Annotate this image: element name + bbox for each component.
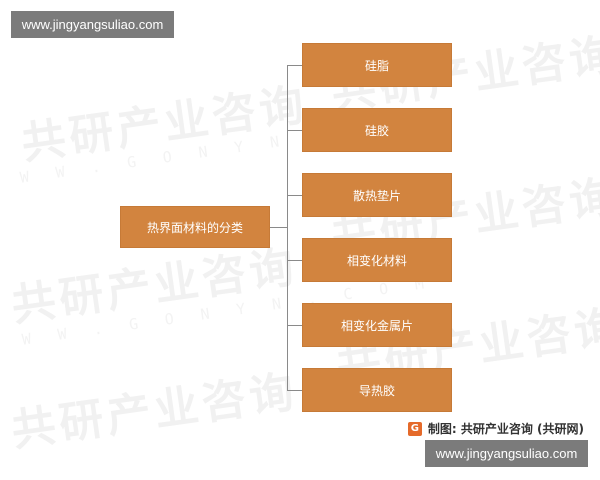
child-node-6: 导热胶 [302, 368, 452, 412]
connector-trunk [287, 65, 288, 390]
child-node-1: 硅脂 [302, 43, 452, 87]
root-node-label: 热界面材料的分类 [146, 220, 243, 235]
child-node-3: 散热垫片 [302, 173, 452, 217]
source-caption-text: 制图: 共研产业咨询 (共研网) [427, 422, 584, 436]
child-node-label: 导热胶 [358, 383, 395, 398]
connector-branch-5 [287, 325, 302, 326]
child-node-label: 相变化材料 [346, 253, 407, 268]
child-node-label: 硅胶 [364, 123, 389, 138]
brand-logo-icon: G [407, 421, 422, 436]
connector-branch-2 [287, 130, 302, 131]
connector-root [270, 227, 288, 228]
url-badge-top-text: www.jingyangsuliao.com [21, 17, 164, 32]
connector-branch-1 [287, 65, 302, 66]
url-badge-bottom-text: www.jingyangsuliao.com [435, 446, 578, 461]
child-node-label: 散热垫片 [352, 188, 401, 203]
child-node-4: 相变化材料 [302, 238, 452, 282]
connector-branch-6 [287, 390, 302, 391]
connector-branch-4 [287, 260, 302, 261]
connector-branch-3 [287, 195, 302, 196]
watermark-brand-1: 共研产业咨询 [18, 79, 311, 170]
child-node-2: 硅胶 [302, 108, 452, 152]
url-badge-top: www.jingyangsuliao.com [11, 11, 174, 38]
root-node: 热界面材料的分类 [120, 206, 270, 248]
watermark-brand-5: 共研产业咨询 [8, 366, 301, 457]
child-node-5: 相变化金属片 [302, 303, 452, 347]
child-node-label: 硅脂 [364, 58, 389, 73]
source-caption: G 制图: 共研产业咨询 (共研网) [407, 420, 584, 437]
child-node-label: 相变化金属片 [340, 318, 413, 333]
url-badge-bottom: www.jingyangsuliao.com [425, 440, 588, 467]
